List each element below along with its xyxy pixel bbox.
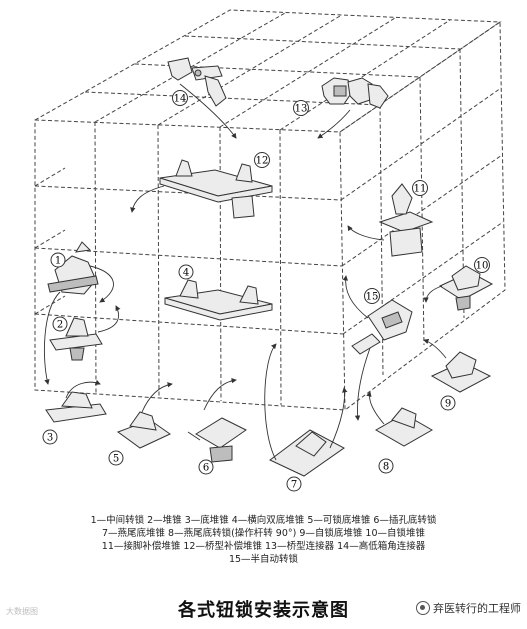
fitting-2-stack-cone: [49, 317, 103, 361]
callout-12: 12: [254, 152, 270, 168]
fitting-14-high-low-connector: [167, 57, 227, 107]
callout-1: 1: [50, 252, 66, 268]
svg-text:9: 9: [445, 399, 451, 410]
fitting-4-double-bottom-cone: [164, 279, 273, 321]
fitting-11-spigot-compensation-cone: [378, 183, 434, 257]
callout-2: 2: [52, 316, 68, 332]
svg-text:1: 1: [55, 256, 61, 267]
callout-10: 10: [474, 257, 490, 273]
fitting-13-bridge-connector: [321, 77, 389, 109]
fitting-1-middle-twistlock: [47, 241, 99, 295]
callout-11: 11: [412, 180, 428, 196]
callout-6: 6: [198, 459, 214, 475]
fitting-5-lockable-bottom-cone: [116, 411, 171, 449]
svg-text:15: 15: [366, 292, 379, 303]
watermark-left: 大数据图: [6, 607, 38, 616]
wechat-logo-icon: [416, 601, 430, 615]
svg-text:13: 13: [295, 104, 308, 115]
svg-text:5: 5: [113, 454, 119, 465]
container-stack: [34, 9, 506, 411]
fitting-12-bridge-compensation-cone: [159, 159, 273, 219]
svg-text:6: 6: [203, 463, 209, 474]
fitting-6-socket-twistlock: [187, 417, 247, 463]
placement-arrows: [43, 83, 447, 461]
callout-8: 8: [378, 458, 394, 474]
legend-line-4: 15—半自动转锁: [228, 554, 299, 565]
svg-text:12: 12: [256, 156, 269, 167]
callout-13: 13: [293, 100, 309, 116]
svg-text:3: 3: [47, 433, 53, 444]
fitting-3-bottom-cone: [45, 391, 107, 423]
callout-3: 3: [42, 429, 58, 445]
svg-text:11: 11: [414, 184, 427, 195]
svg-text:14: 14: [174, 94, 187, 105]
legend: 1—中间转锁 2—堆锥 3—底堆锥 4—横向双底堆锥 5—可锁底堆锥 6—插孔底…: [0, 514, 527, 566]
callout-15: 15: [364, 288, 380, 304]
fitting-7-dovetail-bottom-cone: [269, 429, 345, 477]
callout-9: 9: [440, 395, 456, 411]
callout-5: 5: [108, 450, 124, 466]
fitting-15-semi-auto-twistlock: [351, 299, 413, 355]
svg-text:4: 4: [183, 268, 189, 279]
fitting-8-dovetail-twistlock: [374, 407, 434, 447]
svg-text:8: 8: [383, 462, 389, 473]
fitting-9-self-locking-bottom-cone: [430, 351, 492, 393]
watermark-right-text: 弃医转行的工程师: [433, 602, 521, 615]
legend-line-1: 1—中间转锁 2—堆锥 3—底堆锥 4—横向双底堆锥 5—可锁底堆锥 6—插孔底…: [90, 515, 437, 526]
svg-text:7: 7: [291, 480, 297, 491]
fitting-10-self-locking-cone: [438, 265, 494, 311]
legend-line-2: 7—燕尾底堆锥 8—燕尾底转锁(操作杆转 90°) 9—自锁底堆锥 10—自锁堆…: [101, 528, 426, 539]
watermark-right: 弃医转行的工程师: [416, 600, 521, 616]
svg-text:2: 2: [57, 320, 63, 331]
svg-text:10: 10: [476, 261, 489, 272]
legend-line-3: 11—接脚补偿堆锥 12—桥型补偿堆锥 13—桥型连接器 14—高低箱角连接器: [101, 541, 426, 552]
callout-7: 7: [286, 476, 302, 492]
callout-4: 4: [178, 264, 194, 280]
callout-14: 14: [172, 90, 188, 106]
figure-title: 各式钮锁安装示意图: [178, 600, 349, 621]
